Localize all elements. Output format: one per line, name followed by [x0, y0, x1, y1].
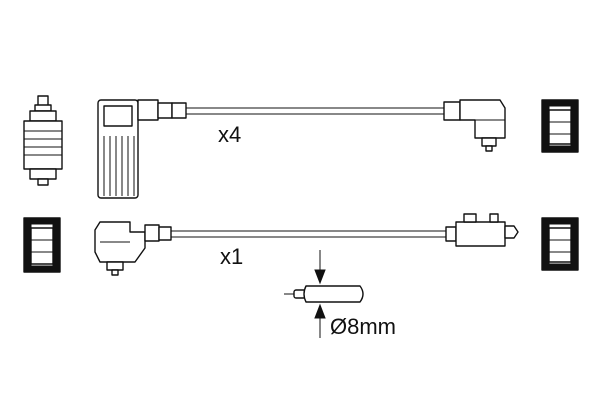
- diameter-symbol: Ø: [330, 314, 347, 339]
- quantity-label-bottom: x1: [220, 244, 243, 269]
- quantity-label-top: x4: [218, 122, 241, 147]
- cable-diameter-detail: [284, 250, 364, 338]
- diameter-value: 8mm: [347, 314, 396, 339]
- diameter-label: Ø8mm: [330, 314, 396, 339]
- left-boot-insulator: [23, 217, 61, 273]
- right-top-boot-insulator: [541, 99, 579, 153]
- ignition-coil-lead-bottom: [94, 213, 519, 276]
- spark-plug-lead-top: [97, 99, 506, 199]
- right-bottom-boot-insulator: [541, 217, 579, 271]
- terminal-adapter: [23, 95, 63, 186]
